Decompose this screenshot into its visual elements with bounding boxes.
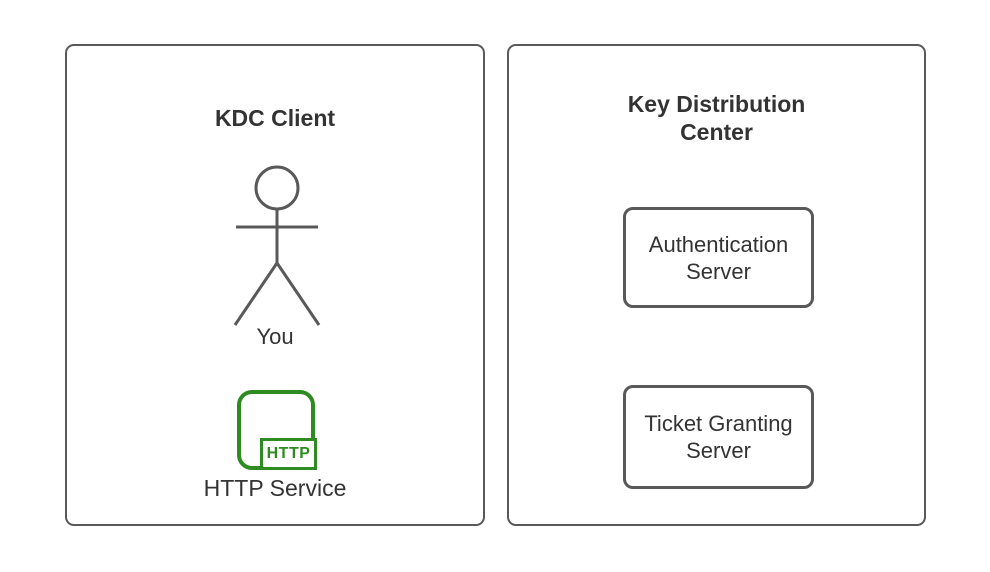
kdc-client-panel: KDC Client You HTTP HTTP Service	[65, 44, 485, 526]
kdc-title: Key Distribution Center	[509, 90, 924, 146]
kdc-title-text: Key Distribution Center	[627, 91, 806, 145]
kdc-client-title-text: KDC Client	[214, 105, 336, 131]
kdc-client-title: KDC Client	[67, 104, 483, 132]
http-service-label: HTTP Service	[203, 475, 347, 501]
http-badge: HTTP	[260, 438, 317, 470]
ticket-granting-server-box: Ticket Granting Server	[623, 385, 814, 489]
actor-label: You	[256, 324, 294, 349]
authentication-server-box: Authentication Server	[623, 207, 814, 308]
key-distribution-center-panel: Key Distribution Center Authentication S…	[507, 44, 926, 526]
stick-figure-actor-icon	[233, 165, 321, 326]
